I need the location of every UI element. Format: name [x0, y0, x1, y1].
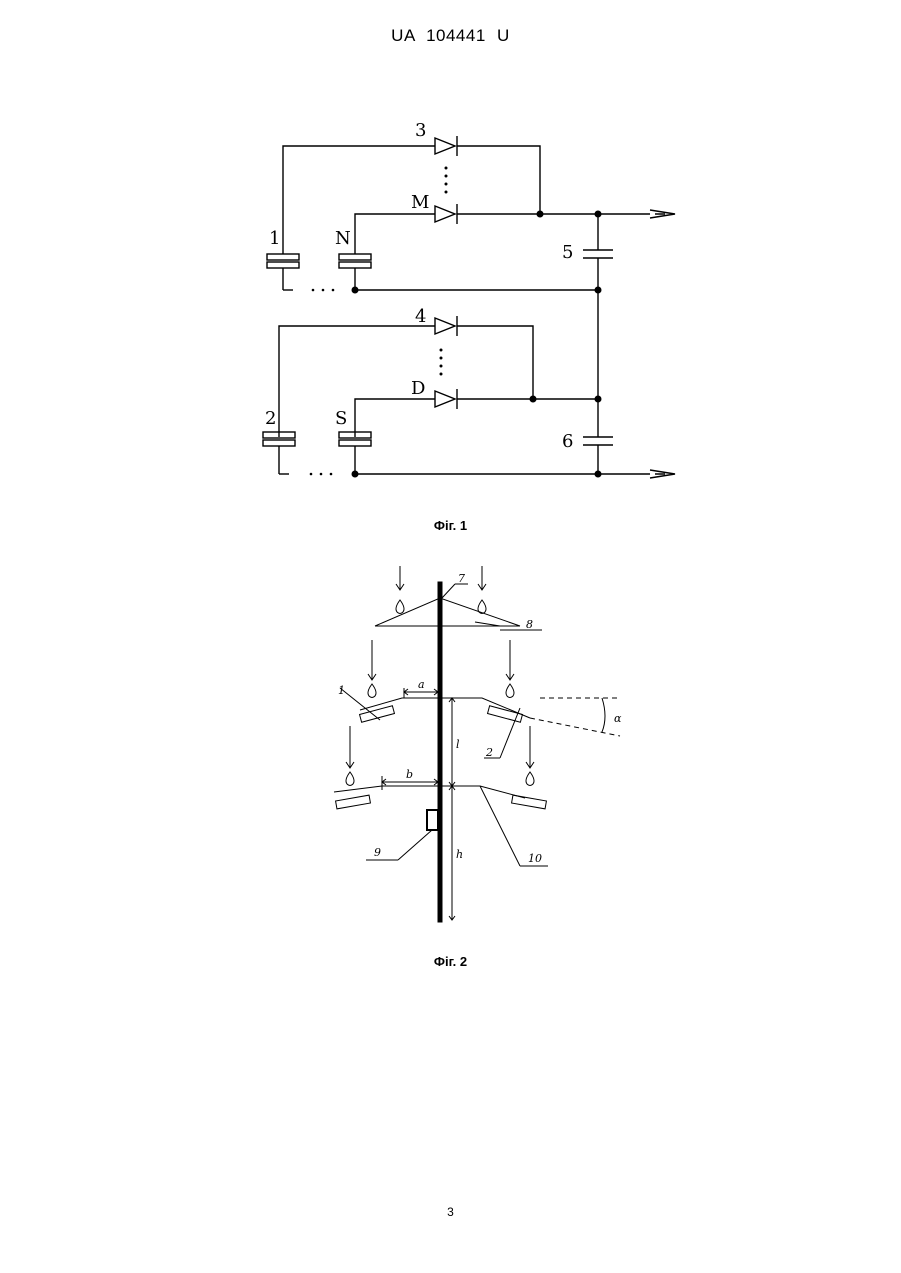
label-b: b: [406, 768, 413, 781]
label-alpha: α: [614, 712, 622, 725]
junction-dot: [595, 287, 602, 294]
diode-3: [435, 138, 455, 154]
central-pole: [438, 582, 442, 922]
label-h: h: [456, 848, 463, 861]
droplet-icon: [478, 600, 486, 614]
droplet-icon: [396, 600, 404, 614]
label-piezo-2: 2: [265, 408, 276, 429]
junction-dot: [595, 211, 602, 218]
label-diode-4: 4: [415, 306, 426, 327]
label-capacitor-6: 6: [562, 431, 573, 452]
figure-1-circuit: 3 M 1 N 5 4 D 2 S 6: [255, 112, 685, 502]
label-piezo-S: S: [335, 408, 347, 429]
label-9: 9: [374, 846, 381, 859]
label-2: 2: [485, 746, 493, 759]
label-8: 8: [526, 618, 533, 631]
piezo-N: [339, 262, 371, 268]
label-diode-3: 3: [415, 120, 426, 141]
label-piezo-1: 1: [269, 228, 280, 249]
wire: [457, 326, 533, 399]
wire: [355, 399, 435, 437]
junction-dot: [352, 287, 359, 294]
document-header: UA 104441 U: [0, 26, 901, 46]
figure-2-caption: Фіг. 2: [0, 954, 901, 969]
wire: [457, 146, 540, 214]
junction-dot: [352, 471, 359, 478]
junction-dot: [537, 211, 544, 218]
junction-dot: [595, 396, 602, 403]
tier-upper-left: [360, 698, 438, 710]
label-capacitor-5: 5: [562, 242, 573, 263]
label-diode-D: D: [411, 378, 425, 399]
output-arrow: [650, 210, 675, 218]
droplet-icon: [346, 772, 354, 786]
piezo-1-lower: [336, 795, 371, 809]
figure-2-schematic: 7 8 1 a α l 2 b h 9 10: [320, 560, 640, 930]
droplet-icon: [368, 684, 376, 698]
piezo-1: [267, 254, 299, 260]
label-7: 7: [458, 572, 465, 585]
tier-lower-left: [334, 786, 438, 792]
junction-dot: [595, 471, 602, 478]
output-arrow: [650, 470, 675, 478]
piezo-1: [267, 262, 299, 268]
label-10: 10: [528, 852, 542, 865]
label-1: 1: [338, 684, 345, 697]
piezo-N: [339, 254, 371, 260]
diode-D: [435, 391, 455, 407]
label-l: l: [456, 738, 460, 751]
label-a: a: [418, 678, 425, 691]
figure-1-caption: Фіг. 1: [0, 518, 901, 533]
label-diode-M: M: [411, 192, 429, 213]
page-number: 3: [0, 1205, 901, 1219]
diode-4: [435, 318, 455, 334]
junction-dot: [530, 396, 537, 403]
droplet-icon: [506, 684, 514, 698]
diode-M: [435, 206, 455, 222]
label-piezo-N: N: [335, 228, 351, 249]
piezo-2: [263, 440, 295, 446]
piezo-2-lower: [512, 795, 547, 809]
droplet-icon: [526, 772, 534, 786]
piezo-S: [339, 440, 371, 446]
alpha-arc: [602, 698, 605, 732]
element-9: [427, 810, 438, 830]
wire: [355, 214, 435, 254]
